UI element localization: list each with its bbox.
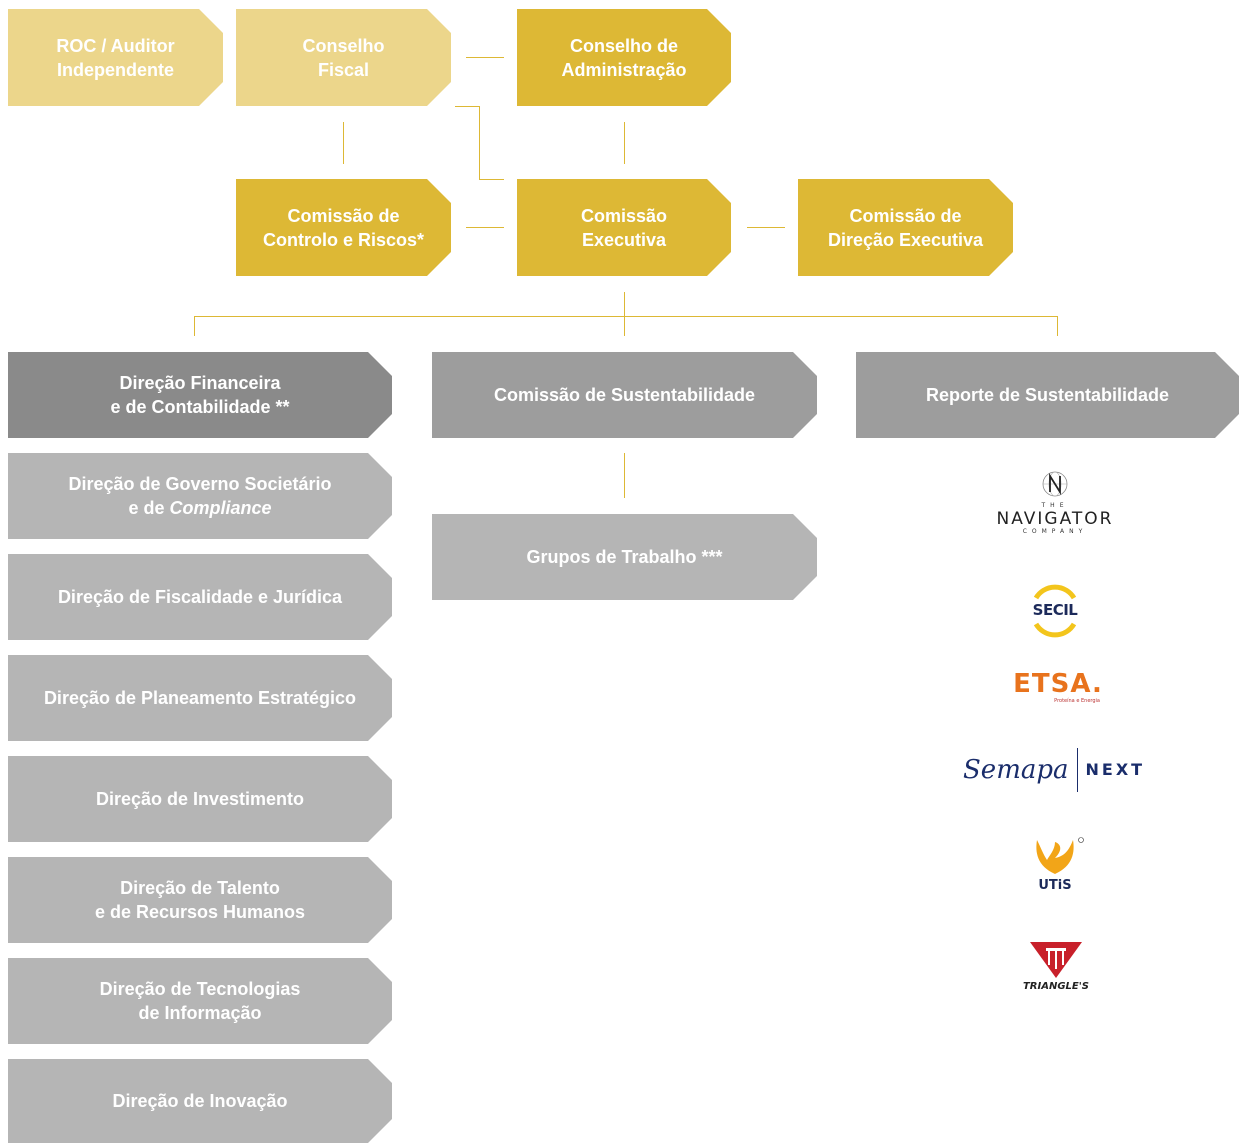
- direcao-fiscalidade-box: Direção de Fiscalidade e Jurídica: [8, 554, 392, 640]
- triangles-logo: TRIANGLE'S: [1004, 940, 1108, 994]
- direcao-financeira-box: Direção Financeira e de Contabilidade **: [8, 352, 392, 438]
- conselho-administracao-box: Conselho de Administração: [517, 9, 731, 106]
- utis-flame-icon: [1036, 837, 1084, 874]
- connector-executiva-down: [624, 292, 625, 336]
- connector-fiscal-executiva-h2: [479, 179, 504, 180]
- connector-fiscal-executiva-h1: [455, 106, 479, 107]
- connector-controlo-executiva: [466, 227, 504, 228]
- grupos-trabalho-label: Grupos de Trabalho ***: [526, 547, 723, 567]
- direcao-inovacao-box: Direção de Inovação: [8, 1059, 392, 1143]
- connector-admin-executiva: [624, 122, 625, 164]
- roc-auditor-box: ROC / Auditor Independente: [8, 9, 223, 106]
- navigator-the: THE: [1041, 502, 1069, 509]
- reporte-sustentabilidade-box: Reporte de Sustentabilidade: [856, 352, 1239, 438]
- comissao-sustentabilidade-label: Comissão de Sustentabilidade: [493, 385, 756, 405]
- connector-executiva-direcao: [747, 227, 785, 228]
- secil-name: SECIL: [1032, 601, 1078, 619]
- direcao-governo-compliance: Compliance: [169, 498, 272, 518]
- navigator-n-globe-icon: [1042, 471, 1068, 497]
- navigator-company: COMPANY: [1022, 528, 1088, 535]
- comissao-controlo-riscos-box: Comissão de Controlo e Riscos*: [236, 179, 451, 276]
- semapa-divider: [1076, 748, 1078, 792]
- grupos-trabalho-box: Grupos de Trabalho ***: [432, 514, 817, 600]
- direcao-planeamento-label: Direção de Planeamento Estratégico: [43, 688, 357, 708]
- triangles-name: TRIANGLE'S: [1022, 981, 1090, 992]
- conselho-fiscal-box: Conselho Fiscal: [236, 9, 451, 106]
- navigator-logo: THE NAVIGATOR COMPANY: [980, 470, 1130, 536]
- connector-fiscal-controlo: [343, 122, 344, 164]
- direcao-inovacao-label: Direção de Inovação: [112, 1091, 288, 1111]
- comissao-sustentabilidade-box: Comissão de Sustentabilidade: [432, 352, 817, 438]
- reporte-sustentabilidade-label: Reporte de Sustentabilidade: [925, 385, 1170, 405]
- connector-sustentabilidade-grupos: [624, 453, 625, 498]
- comissao-executiva-label: Comissão Executiva: [580, 205, 668, 250]
- comissao-direcao-executiva-box: Comissão de Direção Executiva: [798, 179, 1013, 276]
- conselho-fiscal-label: Conselho Fiscal: [302, 35, 385, 80]
- direcao-talento-box: Direção de Talento e de Recursos Humanos: [8, 857, 392, 943]
- direcao-investimento-box: Direção de Investimento: [8, 756, 392, 842]
- direcao-talento-label: Direção de Talento e de Recursos Humanos: [94, 878, 306, 922]
- direcao-governo-line2-prefix: e de: [128, 498, 170, 518]
- semapa-next-logo: Semapa NEXT: [963, 748, 1163, 792]
- etsa-name: ETSA.: [1013, 669, 1103, 699]
- triangles-emblem-icon: [1030, 942, 1082, 978]
- direcao-financeira-label: Direção Financeira e de Contabilidade **: [110, 373, 290, 417]
- roc-auditor-label: ROC / Auditor Independente: [56, 35, 175, 80]
- direcao-governo-box: Direção de Governo Societário e de Compl…: [8, 453, 392, 539]
- conselho-administracao-label: Conselho de Administração: [561, 35, 687, 80]
- etsa-tagline: Proteína e Energia: [1054, 698, 1100, 704]
- direcao-fiscalidade-label: Direção de Fiscalidade e Jurídica: [57, 587, 343, 607]
- direcao-governo-line1: Direção de Governo Societário: [68, 474, 332, 494]
- connector-branch-horizontal: [194, 316, 1058, 317]
- secil-ring-icon: [1033, 584, 1077, 638]
- comissao-direcao-executiva-label: Comissão de Direção Executiva: [827, 205, 984, 250]
- comissao-executiva-box: Comissão Executiva: [517, 179, 731, 276]
- etsa-logo: ETSA. Proteína e Energia: [1008, 670, 1108, 705]
- direcao-tecnologias-label: Direção de Tecnologias de Informação: [99, 979, 301, 1023]
- connector-branch-right: [1057, 316, 1058, 336]
- secil-logo: SECIL: [1026, 584, 1086, 638]
- connector-branch-left: [194, 316, 195, 336]
- direcao-governo-line2: e de Compliance: [68, 496, 331, 520]
- comissao-controlo-riscos-label: Comissão de Controlo e Riscos*: [262, 205, 425, 250]
- utis-name: UTiS: [1038, 878, 1072, 893]
- connector-fiscal-executiva-v: [479, 106, 480, 179]
- connector-fiscal-admin: [466, 57, 504, 58]
- direcao-planeamento-box: Direção de Planeamento Estratégico: [8, 655, 392, 741]
- direcao-investimento-label: Direção de Investimento: [95, 789, 305, 809]
- direcao-governo-label: Direção de Governo Societário e de Compl…: [68, 472, 331, 520]
- semapa-name: Semapa: [963, 755, 1069, 785]
- utis-logo: UTiS: [1022, 836, 1088, 894]
- direcao-tecnologias-box: Direção de Tecnologias de Informação: [8, 958, 392, 1044]
- navigator-name: NAVIGATOR: [996, 509, 1114, 529]
- semapa-next-name: NEXT: [1085, 760, 1146, 779]
